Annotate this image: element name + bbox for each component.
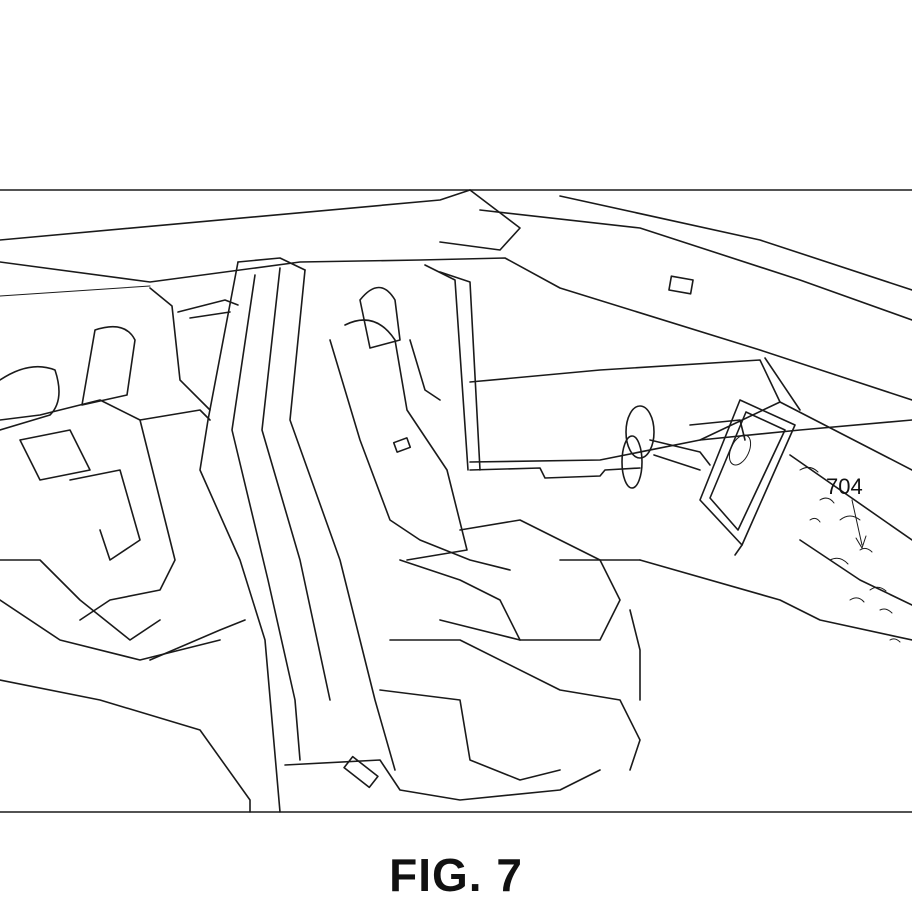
center-display-screen [699,399,796,556]
roof-headliner [0,189,912,401]
rear-bench-seat [0,325,251,813]
front-seat [284,286,641,801]
reference-numeral-text: 704 [826,474,863,499]
figure-label: FIG. 7 [389,849,523,901]
b-pillar [199,257,396,813]
dashboard-surface [469,401,912,643]
reference-numeral-704: 704 [826,474,867,550]
floor [559,559,912,641]
steering-yoke [621,405,746,489]
windshield-frame [424,264,801,471]
rear-window-frame [149,287,239,411]
frame-lines [0,189,912,813]
